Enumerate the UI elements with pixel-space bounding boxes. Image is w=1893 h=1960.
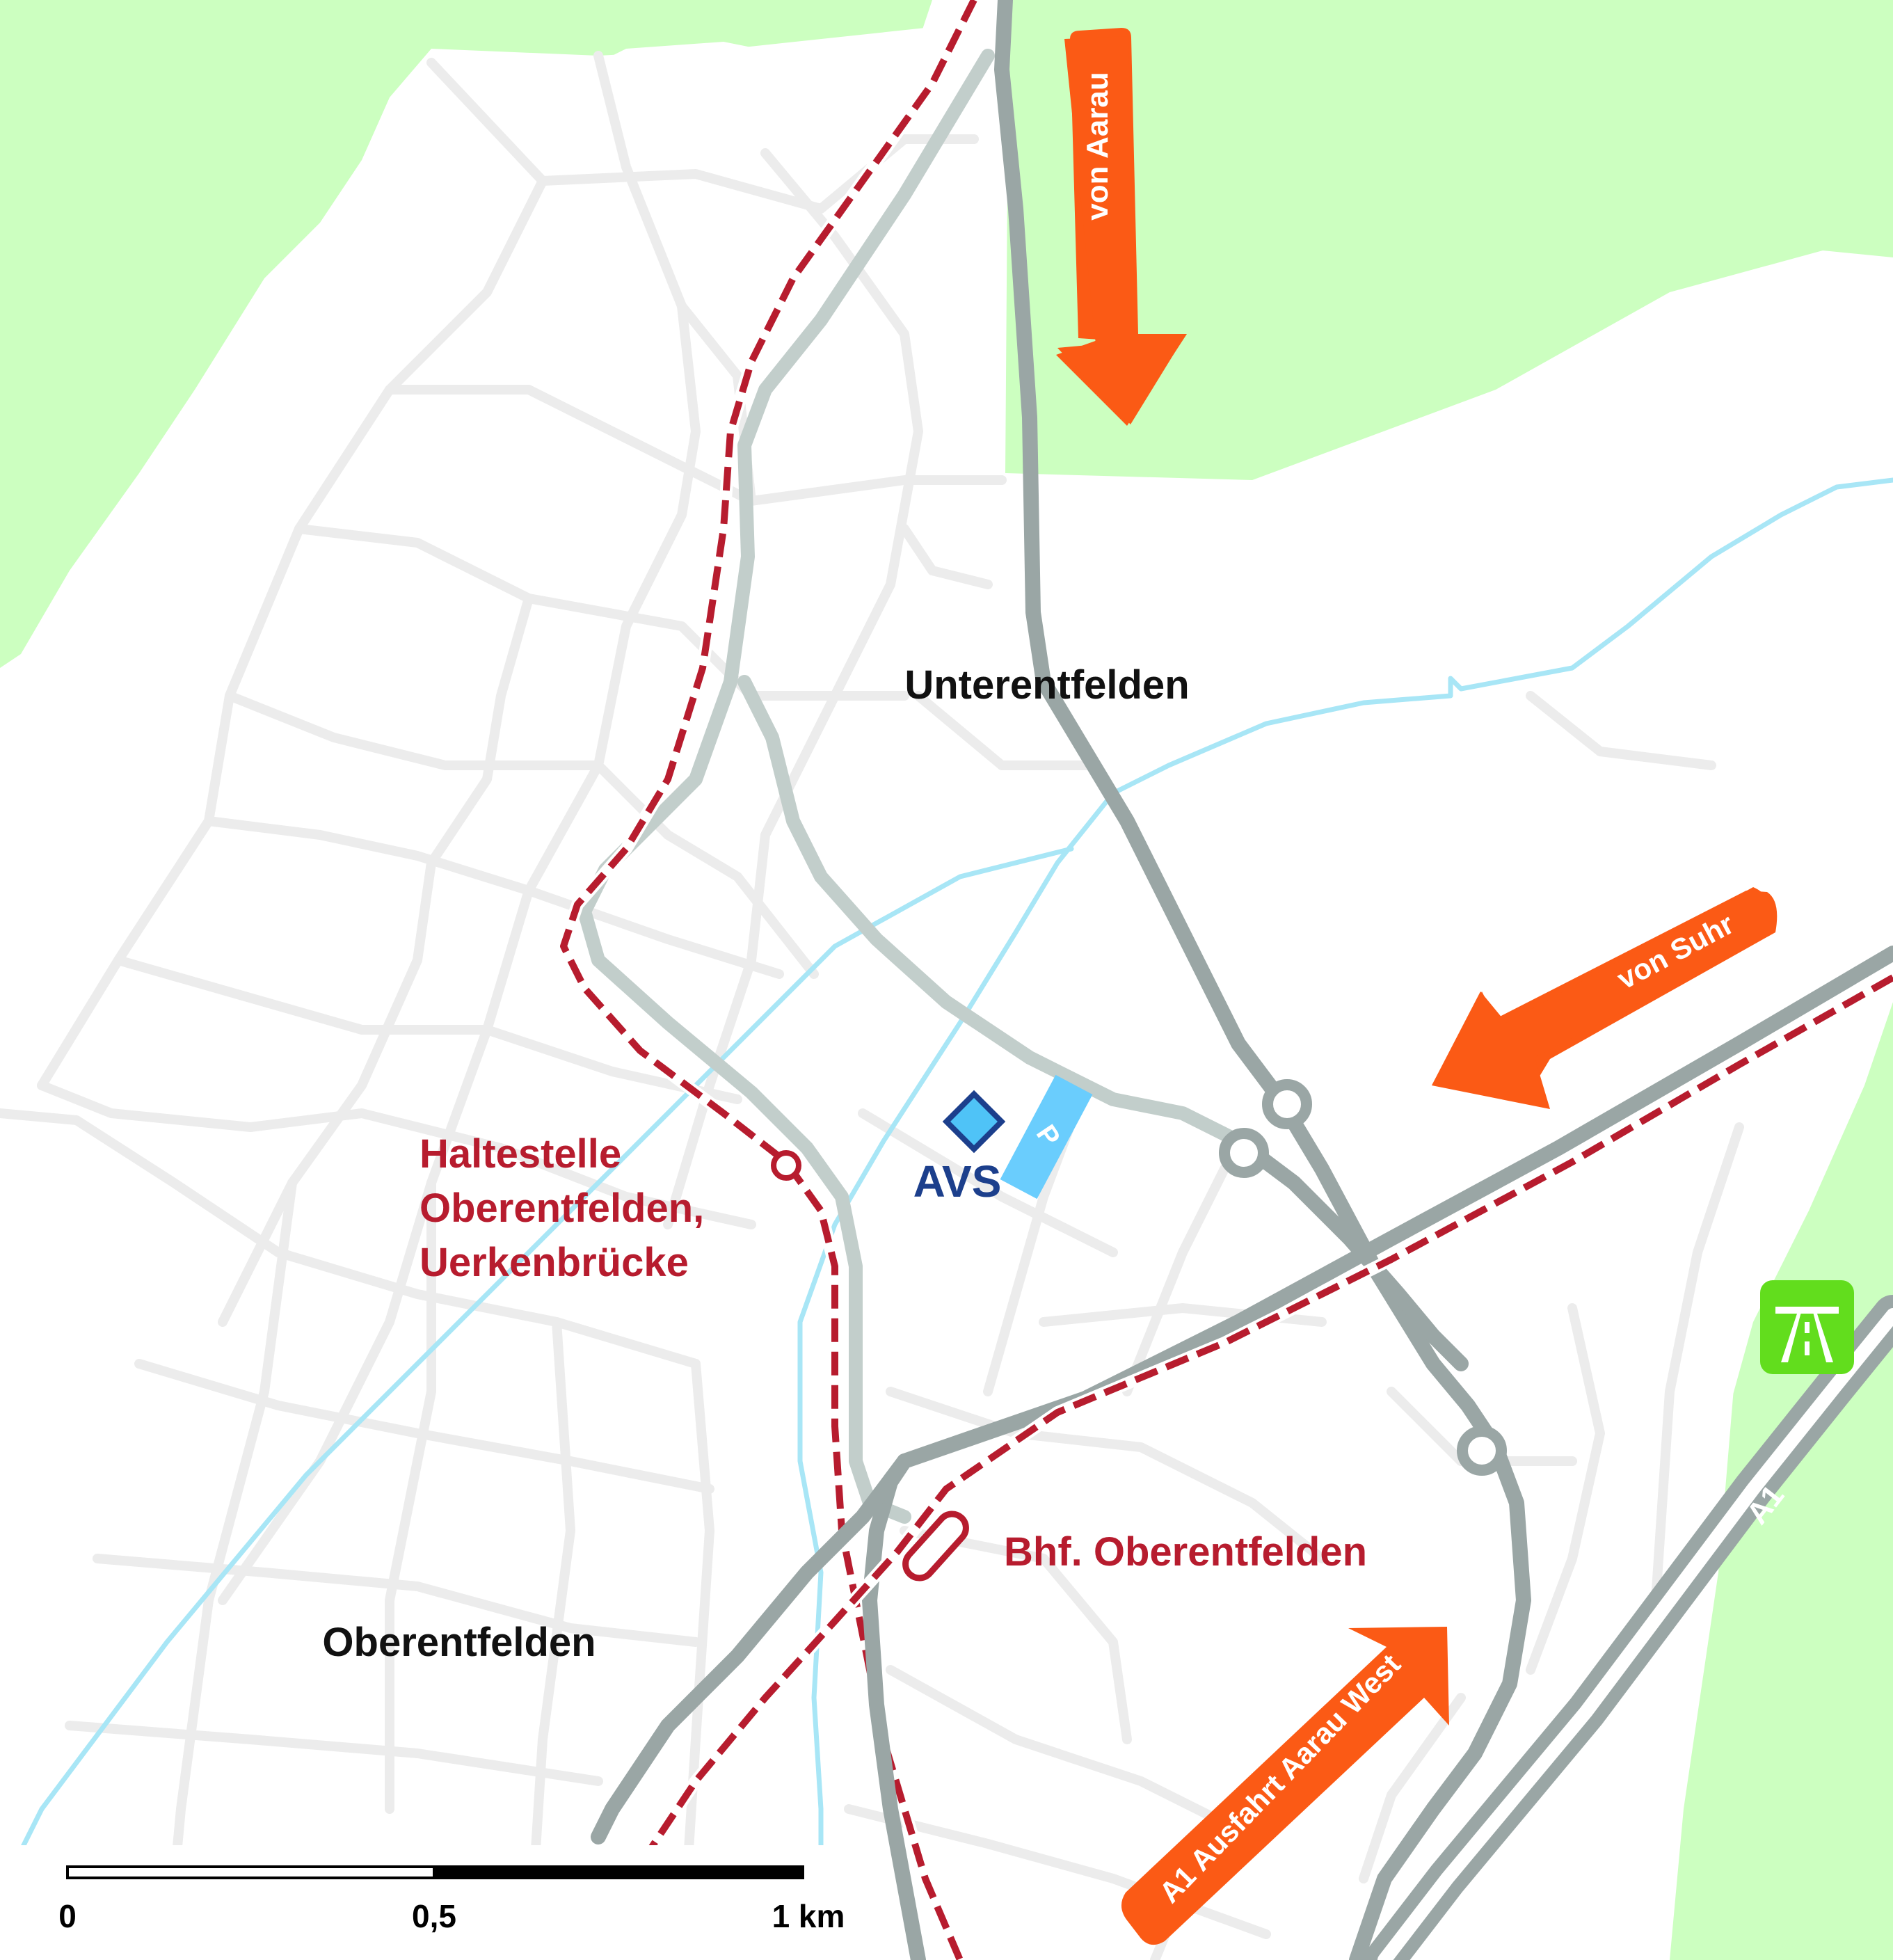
river-suhre [797, 477, 1893, 1960]
roundabout-north [1262, 1079, 1312, 1129]
forest-northwest [0, 0, 932, 668]
railway-main [623, 974, 1893, 1895]
roundabouts [1219, 1079, 1507, 1476]
main-roads [591, 0, 1893, 1960]
avs-label: AVS [913, 1156, 1002, 1206]
railway-wsb [560, 0, 977, 1960]
place-unterentfelden: Unterentfelden [904, 662, 1189, 708]
place-oberentfelden: Oberentfelden [322, 1620, 596, 1665]
bahnhof-marker [902, 1511, 969, 1581]
railway-main-group [620, 972, 1893, 1896]
motorway-sign-icon [1760, 1280, 1854, 1374]
parking-marker: P [1000, 1074, 1093, 1200]
roundabout-west [1219, 1128, 1269, 1178]
river-uerke [11, 846, 1074, 1867]
motorway-a1 [1364, 1295, 1893, 1960]
town-area [0, 28, 1893, 1960]
scale-bar: 0 0,5 1 km [0, 1845, 845, 1960]
haltestelle-label: Haltestelle Oberentfelden, Uerkenbrücke [420, 1131, 704, 1285]
avs-marker [942, 1090, 1006, 1154]
haltestelle-label-line2: Oberentfelden, [420, 1186, 704, 1231]
scale-label-start: 0 [58, 1898, 77, 1934]
scale-label-mid: 0,5 [412, 1898, 456, 1934]
scale-label-end: 1 km [772, 1898, 845, 1934]
minor-roads [0, 51, 1744, 1960]
haltestelle-marker [771, 1150, 801, 1181]
arrow-von-aarau-label: von Aarau [1080, 72, 1115, 221]
forest-north [0, 0, 1893, 480]
scale-bar-white-segment [66, 1865, 436, 1879]
roundabout-south [1457, 1426, 1507, 1476]
stations [771, 1150, 969, 1581]
arrow-von-aarau: von Aarau [1056, 28, 1187, 426]
town-east-land [904, 264, 1893, 1960]
river [11, 477, 1893, 1960]
scale-bar-black-segment [433, 1865, 804, 1879]
bahnhof-label: Bhf. Oberentfelden [1004, 1529, 1367, 1575]
town-west-land [0, 28, 1064, 1960]
road-center-curve [737, 675, 1245, 1148]
haltestelle-label-line1: Haltestelle [420, 1131, 621, 1177]
road-aarau [994, 0, 1531, 1960]
haltestelle-label-line3: Uerkenbrücke [420, 1240, 689, 1285]
road-rail-southwest [591, 1453, 912, 1845]
destination-group: P AVS [913, 1074, 1093, 1206]
